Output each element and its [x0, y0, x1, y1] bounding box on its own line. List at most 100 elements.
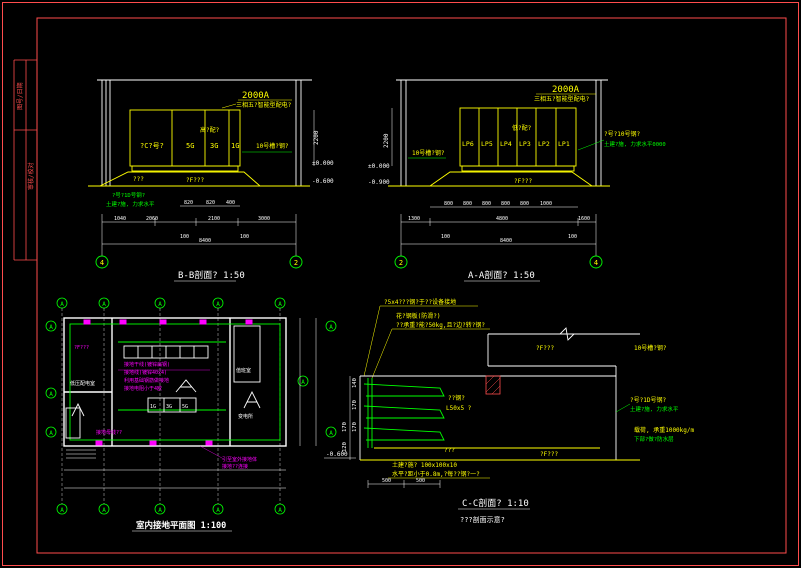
aa-cabinet-1: LP6 — [462, 140, 474, 148]
cc-top-note-1: ?5x4???钢?于??设备接地 — [384, 298, 456, 306]
aa-cabinet-2: LP5 — [481, 140, 493, 148]
aa-dim-lower-3: 1600 — [578, 216, 590, 222]
plan-axis-bottom-1: A — [60, 507, 64, 514]
plan-axis-left-3: A — [49, 430, 53, 437]
plan-room-1: 低压配电室 — [70, 380, 95, 387]
bb-dim-mid-1: 100 — [180, 234, 189, 240]
plan-axis-bottom-5: A — [278, 507, 282, 514]
plan-axis-right-3: A — [329, 430, 333, 437]
plan-axis-top-1: A — [60, 301, 64, 308]
aa-floor-label: ?F??? — [514, 178, 532, 185]
bb-title: B-B剖面? 1:50 — [178, 269, 245, 281]
cc-title: C-C剖面? 1:10 — [462, 497, 529, 509]
title-strip-line-1: 图号/日期 — [16, 82, 24, 110]
transformer-symbol — [243, 390, 261, 409]
cc-vdim-3: 170 — [352, 422, 358, 432]
cc-top-note-2: 花?钢板(防滑?) — [396, 312, 440, 320]
plan-note-7: 接地??连接 — [222, 463, 248, 470]
bb-dim-upper-1: 820 — [184, 200, 193, 206]
bb-cabinet-2: 5G — [186, 142, 194, 150]
plan-note-3: 接地线(镀锌40x4) — [124, 369, 167, 376]
cc-floor-bottom: ?F??? — [540, 451, 558, 458]
bb-floor-label: ?F??? — [186, 177, 204, 184]
aa-dim-upper-4: 800 — [501, 201, 510, 207]
aa-dim-mid-1: 100 — [441, 234, 450, 240]
title-strip: 图号/日期 审核/校对 — [13, 59, 37, 261]
grounding-plan: A A A A A A A A A A A A A A A A — [45, 297, 337, 532]
plan-title: 室内接地平面图 1:100 — [136, 520, 226, 531]
cc-subtitle: ???剖面示意? — [460, 515, 505, 524]
plan-axis-top-5: A — [278, 301, 282, 308]
bb-elev-top: ±0.000 — [312, 160, 334, 167]
cc-ground-label: ??? — [444, 447, 455, 454]
plan-axis-bottom-3: A — [158, 507, 162, 514]
aa-dim-upper-5: 800 — [520, 201, 529, 207]
aa-group-label: 低?配? — [512, 124, 532, 132]
aa-dim-upper-2: 800 — [463, 201, 472, 207]
section-bb: 2000A 三相五?智能型配电? ?C?号? 5G 3G 1G 高?配? 10号… — [88, 79, 334, 282]
cc-vdim-5: 120 — [342, 442, 348, 452]
bb-height-dim: 2200 — [313, 130, 320, 145]
plan-axis-top-3: A — [158, 301, 162, 308]
plan-axis-bottom-2: A — [102, 507, 106, 514]
plan-note-1: ?F??? — [74, 345, 89, 351]
bb-dim-lower-3: 2100 — [208, 216, 220, 222]
plan-axis-right-1: A — [329, 324, 333, 331]
cc-hdim-2: 500 — [416, 478, 425, 484]
aa-note-right: 土建?施, 力求水平0000 — [604, 140, 666, 148]
bb-ground-label: ??? — [133, 176, 144, 183]
bb-dim-lower-2: 2060 — [146, 216, 158, 222]
aa-dim-lower-2: 4800 — [496, 216, 508, 222]
aa-cabinet-6: LP1 — [558, 140, 570, 148]
aa-cable-label-right: ?号?10号钢? — [604, 130, 640, 138]
cc-bottom-note-2: 水平?距小于0.8m,?每??钢?一? — [392, 470, 480, 478]
plan-note-5: 接地电阻小于4欧 — [124, 385, 162, 392]
bb-cabinet-3: 3G — [210, 142, 218, 150]
cc-floor-label: ?F??? — [536, 345, 554, 352]
aa-title: A-A剖面? 1:50 — [468, 269, 535, 281]
bb-dim-mid-2: 100 — [240, 234, 249, 240]
aa-dim-upper-3: 800 — [482, 201, 491, 207]
section-aa: 2000A 三相五?智能型配电? LP6 LP5 LP4 LP3 LP2 LP1… — [368, 79, 666, 282]
plan-axis-top-2: A — [102, 301, 106, 308]
bb-cabinet-1: ?C?号? — [140, 142, 164, 150]
aa-dim-mid-2: 100 — [568, 234, 577, 240]
aa-cabinet-3: LP4 — [500, 140, 512, 148]
aa-dim-lower-1: 1300 — [408, 216, 420, 222]
aa-cabinet-model: 三相五?智能型配电? — [534, 95, 590, 103]
bb-dim-total: 8400 — [199, 238, 211, 244]
bb-current-label: 2000A — [242, 91, 270, 101]
plan-note-8: 接地母线?? — [96, 429, 122, 436]
bb-note-1: ?号?1D号钢? — [112, 191, 145, 199]
cc-angle-label: ??钢? — [448, 394, 465, 402]
cc-bottom-note-1: 土建?施? 100x100x10 — [392, 461, 457, 469]
bb-cable-label: 10号槽?钢? — [256, 142, 289, 150]
bb-elev-bottom: -0.600 — [312, 178, 334, 185]
aa-cabinet-4: LP3 — [519, 140, 531, 148]
plan-note-4: 利用基础钢筋做接地 — [124, 377, 169, 384]
plan-room-2: 值班室 — [236, 367, 251, 374]
plan-axis-right-2: A — [301, 379, 305, 386]
section-cc: ?5x4???钢?于??设备接地 花?钢板(防滑?) ??承重?能?50kg,且… — [324, 298, 695, 524]
bb-cabinet-model: 三相五?智能型配电? — [236, 101, 292, 109]
transformer-symbol — [71, 402, 85, 417]
cc-vdim-1: 140 — [352, 378, 358, 388]
aa-dim-upper-6: 1000 — [540, 201, 552, 207]
bb-note-2: 土建?施, 力求水平 — [106, 200, 155, 208]
aa-cable-label-left: 10号槽?钢? — [412, 149, 445, 157]
plan-note-2: 接地干线(镀锌扁钢) — [124, 361, 170, 368]
cc-top-note-3: ??承重?能?50kg,且?边?转?钢? — [396, 321, 485, 329]
cc-concrete-hatch — [485, 375, 501, 395]
aa-dim-upper-1: 800 — [444, 201, 453, 207]
aa-current-label: 2000A — [552, 85, 580, 95]
transformer-symbol — [175, 379, 197, 393]
plan-note-6: 引至室外接地体 — [222, 456, 257, 463]
cc-right-note-2: 土建?施, 力求水平 — [630, 405, 679, 413]
bb-dim-lower-1: 1040 — [114, 216, 126, 222]
bb-dim-upper-3: 400 — [226, 200, 235, 206]
aa-height-dim: 2200 — [383, 133, 390, 148]
aa-elev-top: ±0.000 — [368, 163, 390, 170]
cc-cable-label: 10号槽?钢? — [634, 344, 667, 352]
cc-load-note-2: 下部?做?防水层 — [634, 435, 674, 443]
